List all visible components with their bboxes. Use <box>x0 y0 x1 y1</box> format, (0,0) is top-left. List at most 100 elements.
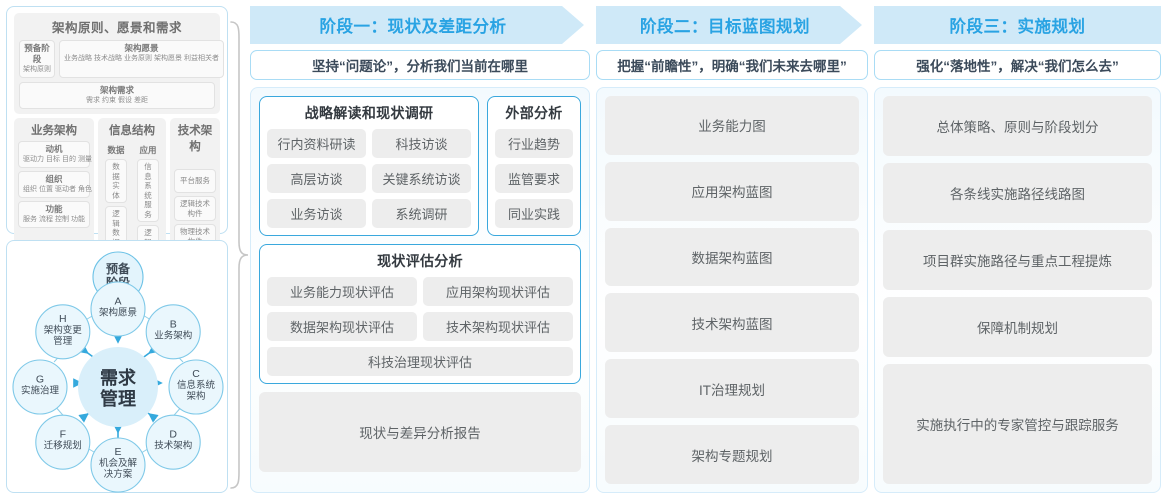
togaf-adm-cycle-panel: 预备 阶段 需求 管理 A架构愿景B业务架构C信息系统架构D技术架构E机会及解决… <box>6 240 228 493</box>
stage-1: 阶段一：现状及差距分析 坚持“问题论”，分析我们当前在哪里 战略解读和现状调研 … <box>250 6 591 493</box>
stage-3-item-list: 总体策略、原则与阶段划分各条线实施路径线路图项目群实施路径与重点工程提炼保障机制… <box>883 96 1152 484</box>
stage-3-header-label: 阶段三：实施规划 <box>949 18 1086 36</box>
term: 流程 <box>39 216 53 223</box>
blueprint-item[interactable]: 数据架构蓝图 <box>605 227 859 287</box>
external-analysis-chips: 行业趋势监管要求同业实践 <box>495 129 573 228</box>
implementation-item[interactable]: 保障机制规划 <box>883 297 1152 357</box>
architecture-principles-band: 架构原则、愿景和需求 预备阶段 架构原则 架构愿景 业务战略技术战略业务原则架构… <box>14 13 224 114</box>
adm-phase-label: 业务架构 <box>154 329 192 341</box>
adm-phase-key: B <box>170 318 177 330</box>
stage-1-header: 阶段一：现状及差距分析 <box>250 6 591 44</box>
application-artifact-box: 信息系统服务 <box>136 159 159 222</box>
survey-chip[interactable]: 高层访谈 <box>267 164 366 193</box>
adm-phase-circle <box>90 281 146 337</box>
implementation-item[interactable]: 各条线实施路径线路图 <box>883 163 1152 223</box>
assessment-chip[interactable]: 数据架构现状评估 <box>267 312 417 341</box>
adm-prelim-line1: 预备 <box>106 261 131 276</box>
chevron-notch-icon <box>561 6 591 44</box>
requirements-box: 架构需求 需求约束假设差距 <box>19 82 215 109</box>
stage-1-body: 战略解读和现状调研 行内资料研读科技访谈高层访谈关键系统访谈业务访谈系统调研 外… <box>250 87 590 493</box>
term: 目标 <box>46 156 60 163</box>
term: 假设 <box>118 97 132 104</box>
vision-items: 业务战略技术战略业务原则架构愿景利益相关者 <box>63 54 220 64</box>
term: 需求 <box>86 97 100 104</box>
survey-chip[interactable]: 关键系统访谈 <box>372 164 471 193</box>
gap-analysis-report: 现状与差异分析报告 <box>259 392 581 472</box>
implementation-item[interactable]: 项目群实施路径与重点工程提炼 <box>883 230 1152 290</box>
external-chip[interactable]: 同业实践 <box>495 199 573 228</box>
term: 目的 <box>62 156 76 163</box>
current-assessment-title: 现状评估分析 <box>377 253 463 269</box>
adm-phase-key: C <box>192 368 200 380</box>
business-boxes: 动机驱动力目标目的测量组织组织位置驱动者角色功能服务流程控制功能 <box>18 141 92 228</box>
term: 组织 <box>23 186 37 193</box>
adm-phase-label: 迁移规划 <box>44 440 82 452</box>
adm-phase-circle <box>90 437 146 493</box>
term: 差距 <box>134 97 148 104</box>
business-architecture-head: 业务架构 <box>31 125 77 137</box>
adm-phase-label: 架构 <box>186 390 205 402</box>
blueprint-item[interactable]: 架构专题规划 <box>605 425 859 484</box>
term: 控制 <box>55 216 69 223</box>
term: 服务 <box>23 216 37 223</box>
stage-2-subtitle: 把握“前瞻性”，明确“我们未来去哪里” <box>596 50 868 80</box>
adm-phase-label: 决方案 <box>104 468 133 480</box>
implementation-item[interactable]: 实施执行中的专家管控与跟踪服务 <box>883 364 1152 484</box>
term: 角色 <box>78 186 92 193</box>
implementation-item[interactable]: 总体策略、原则与阶段划分 <box>883 96 1152 156</box>
assessment-chip-full[interactable]: 科技治理现状评估 <box>267 347 573 376</box>
assessment-chip[interactable]: 应用架构现状评估 <box>423 277 573 306</box>
technology-architecture-head: 技术架构 <box>177 125 213 153</box>
adm-phase-label: 架构变更 <box>44 324 83 336</box>
blueprint-item[interactable]: 技术架构蓝图 <box>605 293 859 353</box>
survey-chip[interactable]: 业务访谈 <box>267 199 366 228</box>
term: 位置 <box>39 186 53 193</box>
adm-phase-circle <box>35 304 91 360</box>
business-box-head: 组织 <box>45 174 63 184</box>
blueprint-item[interactable]: IT治理规划 <box>605 359 859 419</box>
band-title: 架构原则、愿景和需求 <box>51 21 182 35</box>
adm-phase-label: 信息系统 <box>177 379 216 391</box>
term: 测量 <box>78 156 92 163</box>
adm-center-line1: 需求 <box>100 367 137 388</box>
technology-artifact-box: 逻辑技术构件 <box>173 196 216 221</box>
stage-2: 阶段二：目标蓝图规划 把握“前瞻性”，明确“我们未来去哪里” 业务能力图应用架构… <box>596 6 869 493</box>
term: 约束 <box>102 97 116 104</box>
adm-phase-circle <box>12 359 68 415</box>
assessment-chip[interactable]: 技术架构现状评估 <box>423 312 573 341</box>
adm-phase-circle <box>145 414 201 470</box>
business-box-items: 驱动力目标目的测量 <box>22 155 92 165</box>
adm-phase-key: D <box>169 429 177 441</box>
business-box-items: 服务流程控制功能 <box>22 215 86 225</box>
brace-connector <box>230 21 249 489</box>
data-artifact-box: 数据实体 <box>105 159 127 203</box>
term: 利益相关者 <box>184 55 219 62</box>
technology-artifact-box: 平台服务 <box>173 169 216 193</box>
adm-cycle-diagram: 预备 阶段 需求 管理 A架构愿景B业务架构C信息系统架构D技术架构E机会及解决… <box>12 251 224 493</box>
external-chip[interactable]: 行业趋势 <box>495 129 573 158</box>
external-chip[interactable]: 监管要求 <box>495 164 573 193</box>
survey-chip[interactable]: 系统调研 <box>372 199 471 228</box>
stage-3: 阶段三：实施规划 强化“落地性”，解决“我们怎么去” 总体策略、原则与阶段划分各… <box>874 6 1161 493</box>
survey-chip[interactable]: 科技访谈 <box>372 129 471 158</box>
chevron-notch-icon <box>839 6 869 44</box>
adm-phase-label: 技术架构 <box>154 440 192 452</box>
external-analysis-title: 外部分析 <box>505 105 563 121</box>
blueprint-item[interactable]: 应用架构蓝图 <box>605 161 859 221</box>
information-structure-head: 信息结构 <box>108 125 155 137</box>
survey-chip[interactable]: 行内资料研读 <box>267 129 366 158</box>
adm-phase-key: A <box>114 296 121 308</box>
prelim-head: 预备阶段 <box>24 43 50 64</box>
term: 业务战略 <box>64 55 92 62</box>
adm-phase-circle <box>145 304 201 360</box>
assessment-chip[interactable]: 业务能力现状评估 <box>267 277 417 306</box>
requirements-head: 架构需求 <box>99 85 134 95</box>
business-box: 组织组织位置驱动者角色 <box>18 171 92 198</box>
adm-phase-label: 实施治理 <box>21 385 60 397</box>
current-assessment-card: 现状评估分析 业务能力现状评估应用架构现状评估数据架构现状评估技术架构现状评估科… <box>259 244 581 384</box>
blueprint-item[interactable]: 业务能力图 <box>605 96 859 155</box>
application-head: 应用 <box>139 145 157 155</box>
stage-1-header-label: 阶段一：现状及差距分析 <box>319 18 507 36</box>
term: 技术战略 <box>94 55 122 62</box>
